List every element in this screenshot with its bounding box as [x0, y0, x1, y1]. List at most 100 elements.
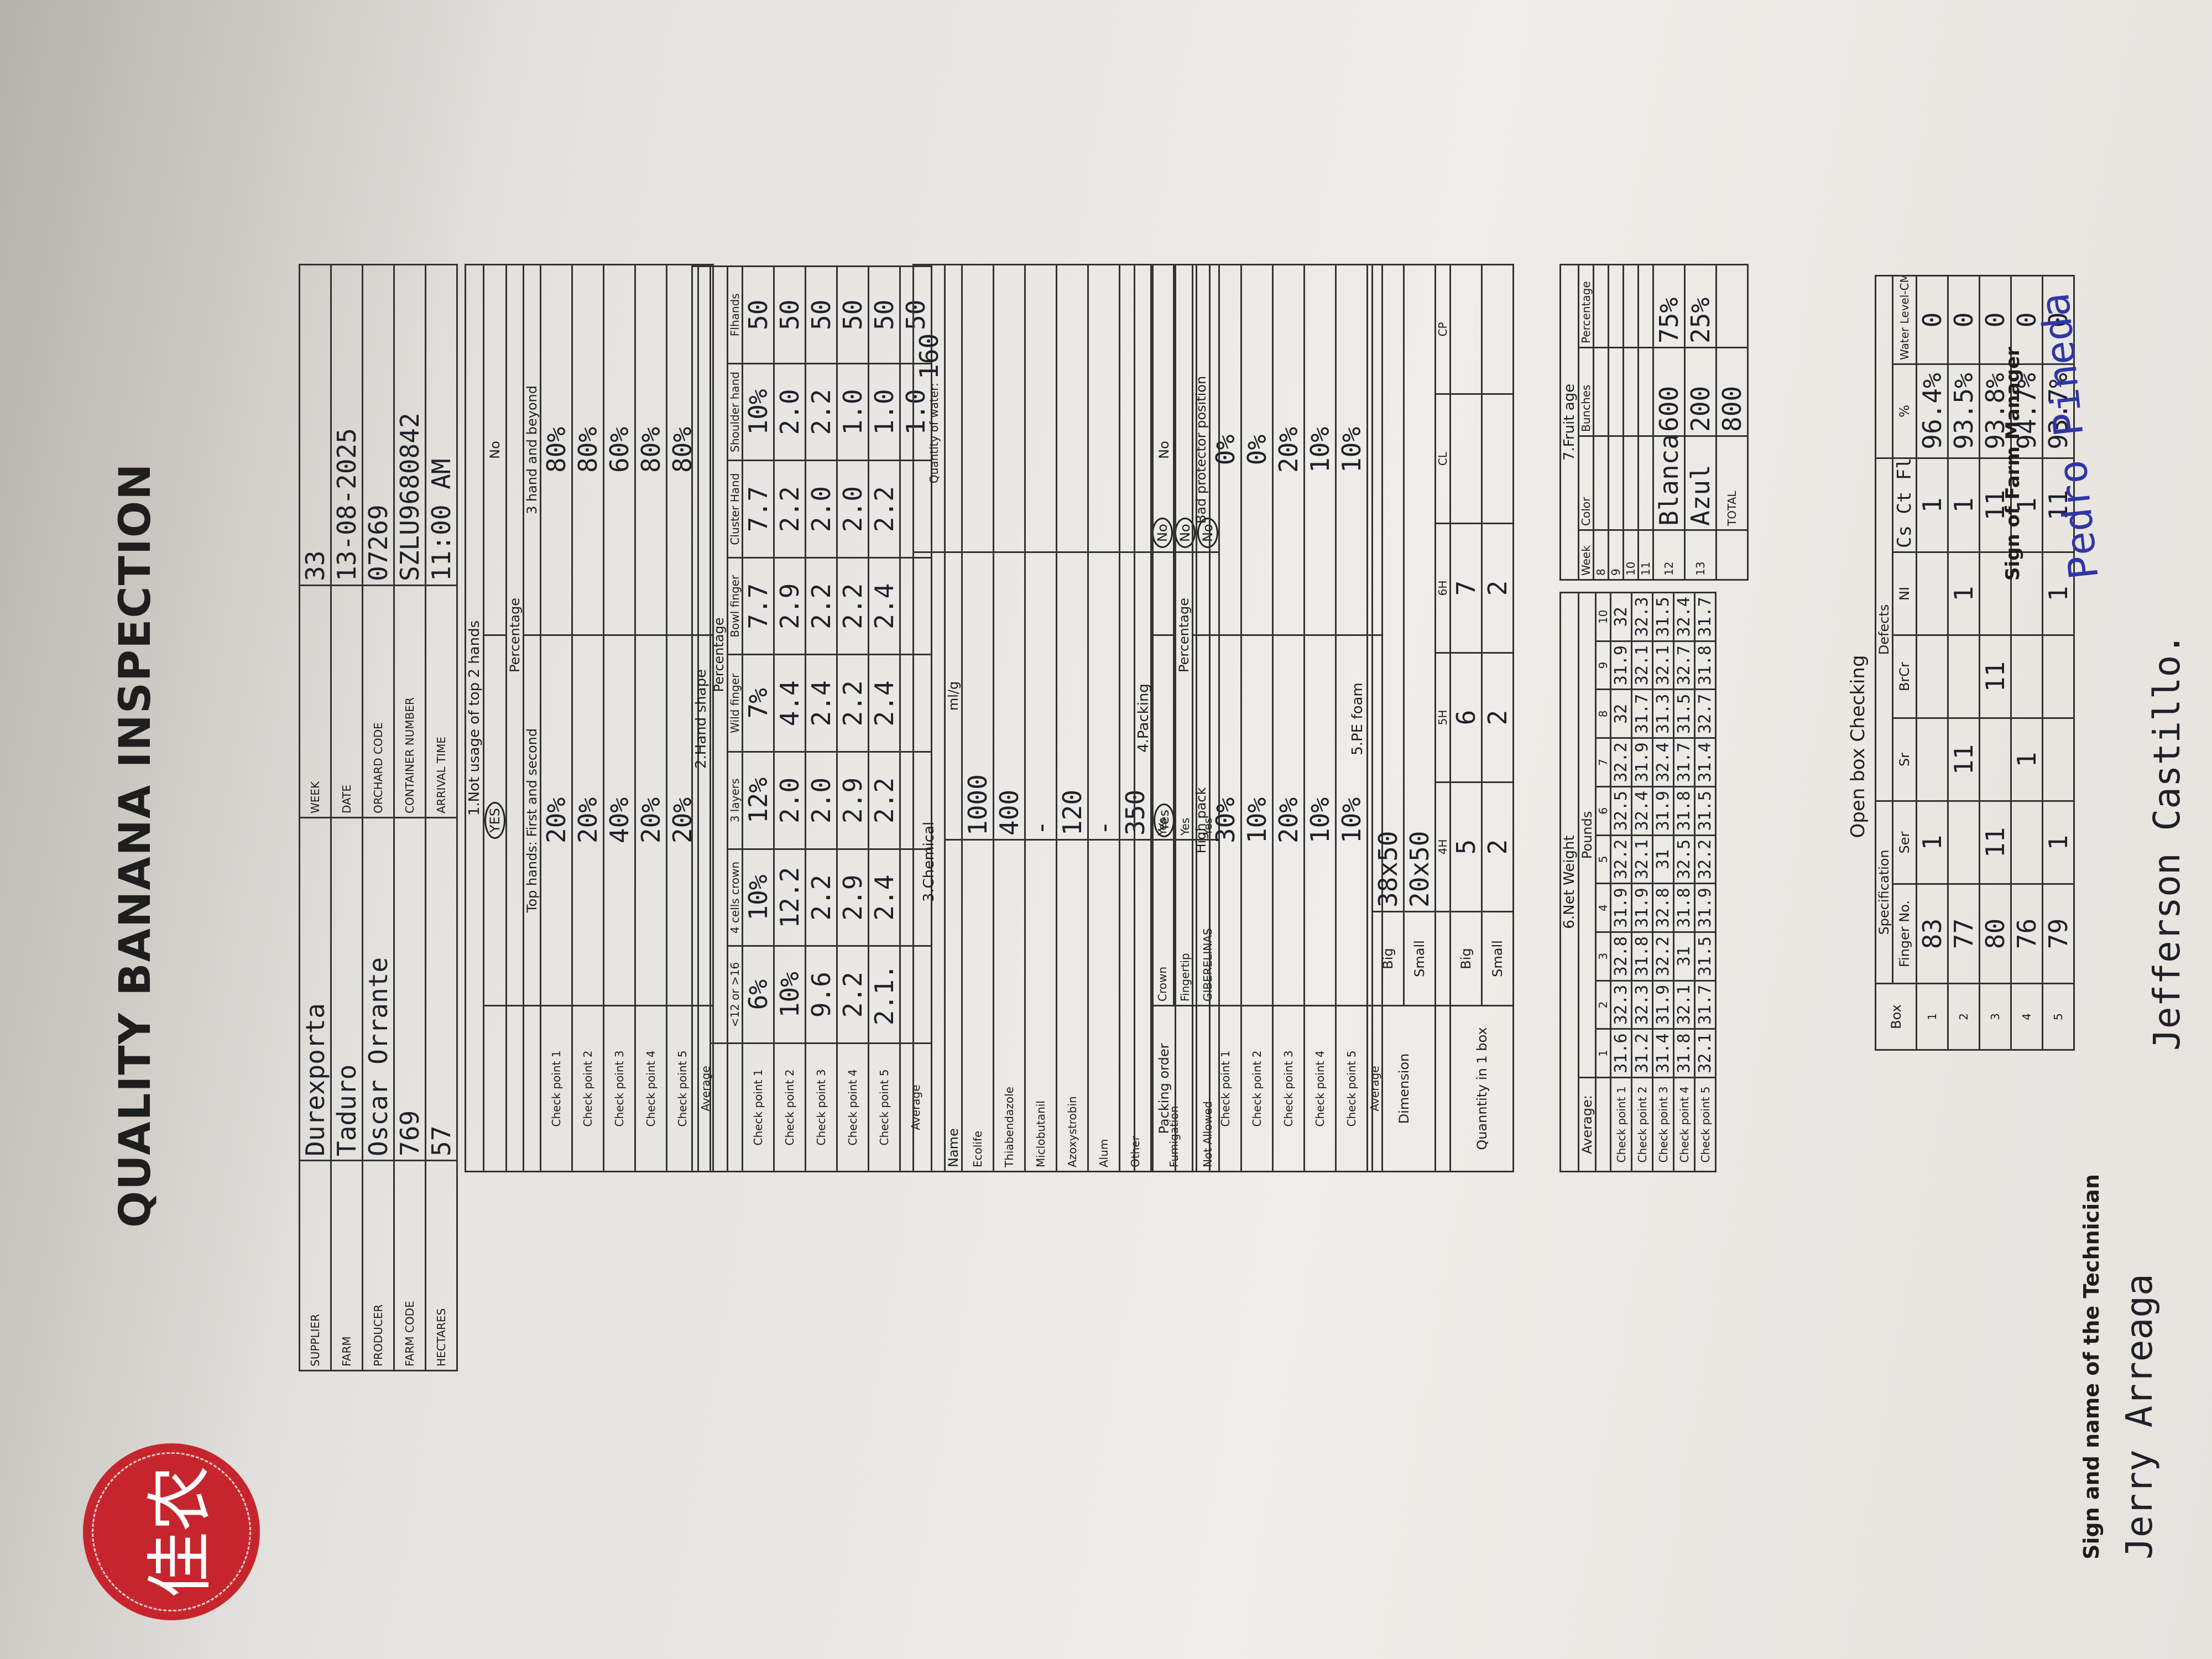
table-cell: [1450, 264, 1482, 394]
check-point-label: Check point 3: [603, 1005, 635, 1172]
weight-cell: 31.9: [1610, 883, 1632, 932]
table-cell: 1: [1916, 458, 1948, 552]
weight-cell: 32.3: [1631, 980, 1653, 1029]
check-point-label: Check point 4: [1304, 1005, 1336, 1172]
weight-cell: 31.8: [1673, 1029, 1695, 1078]
column-header: 3: [1595, 932, 1611, 981]
table-cell: [1716, 530, 1748, 580]
header-value: 13-08-2025: [331, 264, 363, 586]
table-cell: [2042, 635, 2074, 718]
table-cell: 2.2: [805, 849, 837, 946]
box-number: 4: [2011, 983, 2043, 1050]
weight-cell: 31.5: [1673, 690, 1695, 738]
header-value: Oscar Orrante: [362, 817, 394, 1161]
table-cell: 60%: [603, 264, 635, 635]
check-point-label: Check point 1: [742, 1043, 774, 1172]
table-cell: 0: [1948, 275, 1980, 364]
table-cell: 1: [2042, 801, 2074, 884]
table-cell: 50: [742, 266, 774, 364]
column-header: 7: [1595, 738, 1611, 787]
column-header: 8: [1595, 690, 1611, 738]
check-point-label: Check point 5: [868, 1043, 900, 1172]
weight-cell: 31.8: [1631, 932, 1653, 981]
column-header: Color: [1578, 436, 1594, 530]
table-cell: [1623, 347, 1639, 436]
header-label: DATE: [331, 585, 363, 818]
column-header: Percentage: [1578, 264, 1594, 348]
table-cell: [2011, 801, 2043, 884]
table-cell: 200: [1684, 347, 1717, 436]
weight-cell: 32.4: [1652, 738, 1674, 787]
column-header: 10: [1595, 592, 1611, 641]
weight-cell: 31.4: [1652, 1029, 1674, 1078]
weight-cell: 32.2: [1610, 738, 1632, 787]
header-label: PRODUCER: [362, 1160, 394, 1371]
table-cell: 1: [1916, 801, 1948, 884]
column-header: 3 layers: [727, 752, 743, 849]
table-cell: 2.1.: [868, 946, 900, 1044]
weight-cell: 32: [1610, 690, 1632, 738]
table-cell: 2.2: [805, 557, 837, 655]
weight-cell: 32.2: [1610, 835, 1632, 884]
check-point-label: Check point 2: [1631, 1077, 1653, 1172]
table-row: Miclobutanil-: [1025, 264, 1057, 1172]
box-number: 1: [1916, 983, 1948, 1050]
weight-cell: 31.9: [1652, 980, 1674, 1029]
weight-cell: 31.6: [1610, 1029, 1632, 1078]
table-cell: 0%: [1209, 264, 1241, 635]
weight-cell: 32.1: [1694, 1029, 1716, 1078]
box-number: 5: [2042, 983, 2074, 1050]
table-cell: 11: [1948, 718, 1980, 801]
table-cell: 7.7: [742, 557, 774, 655]
page-title: QUALITY BANANA INSPECTION: [111, 462, 160, 1228]
weight-cell: 31.7: [1694, 980, 1716, 1029]
week-cell: 12: [1653, 530, 1685, 580]
check-point-label: Check point 2: [1241, 1005, 1273, 1172]
table-cell: 2.9: [837, 849, 869, 946]
table-cell: 7: [1450, 523, 1482, 653]
header-label: ORCHARD CODE: [362, 585, 394, 818]
chemical-name: Miclobutanil: [1025, 839, 1057, 1172]
chemical-name: Alum: [1088, 839, 1120, 1172]
table-cell: 2.0: [837, 460, 869, 558]
table-cell: 2.0: [774, 752, 806, 849]
table-cell: 11: [1979, 801, 2011, 884]
table-cell: 1: [2011, 718, 2043, 801]
table-cell: 1: [1948, 552, 1980, 635]
table-cell: 12%: [742, 752, 774, 849]
weight-cell: 32.1: [1652, 641, 1674, 690]
table-cell: 6: [1450, 653, 1482, 782]
weight-cell: 32.1: [1631, 835, 1653, 884]
table-cell: [1593, 436, 1609, 530]
chemical-dose: 120: [1056, 552, 1088, 840]
weight-cell: 32: [1610, 592, 1632, 641]
open-box-title: Open box Checking: [1847, 655, 1869, 838]
check-point-label: Check point 1: [1209, 1005, 1241, 1172]
header-value: Taduro: [331, 817, 363, 1161]
table-cell: 4.4: [774, 655, 806, 752]
column-header: 5: [1595, 835, 1611, 884]
table-cell: Azul: [1684, 436, 1717, 530]
table-cell: 6%: [742, 946, 774, 1044]
weight-cell: 32.3: [1610, 980, 1632, 1029]
header-label: SUPPLIER: [299, 1160, 331, 1371]
table-cell: [1638, 347, 1653, 436]
table-cell: 1.0: [868, 363, 900, 461]
table-cell: 25%: [1684, 264, 1717, 348]
header-label: HECTARES: [425, 1160, 457, 1371]
table-cell: 2.4: [805, 655, 837, 752]
table-cell: 9.6: [805, 946, 837, 1044]
check-point-label: Check point 1: [1610, 1077, 1632, 1172]
table-cell: 20%: [1272, 264, 1305, 635]
header-label: ARRIVAL TIME: [425, 585, 457, 818]
